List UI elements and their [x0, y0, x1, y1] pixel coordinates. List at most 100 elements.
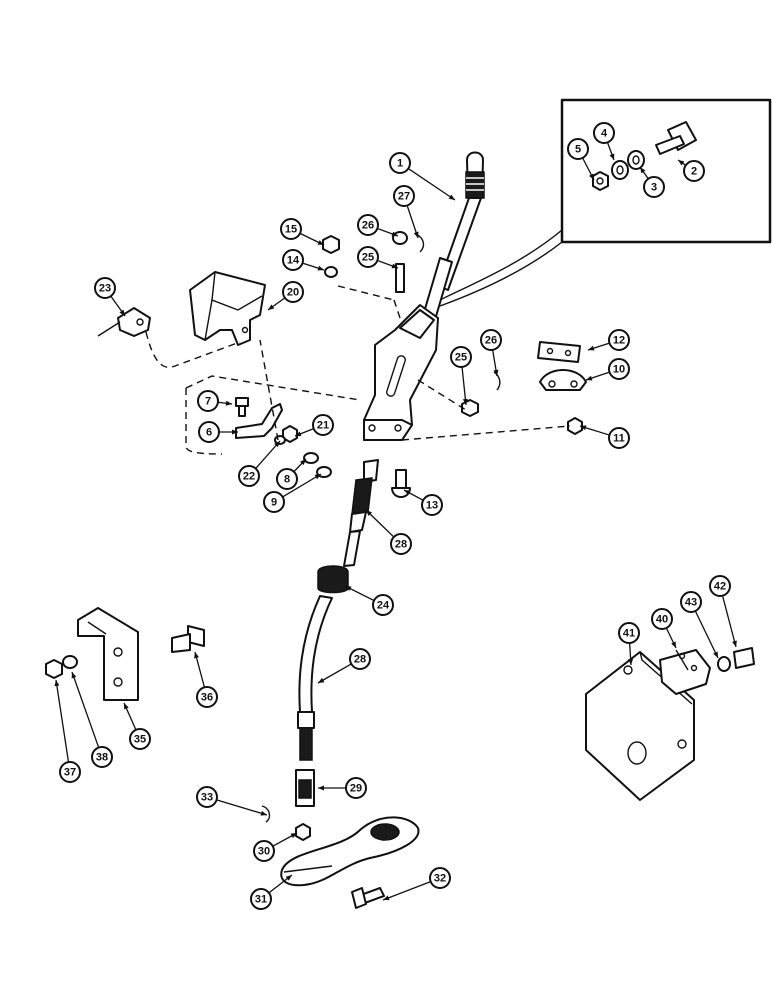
washer-14	[324, 266, 338, 278]
leader-line-33	[216, 799, 268, 816]
callout-circle	[372, 594, 394, 616]
callout-number: 22	[243, 471, 255, 483]
callout-circle	[680, 591, 702, 613]
callout-circle	[389, 152, 411, 174]
callout-labels: 1234567891011121314152021222324252526262…	[59, 122, 731, 910]
callout-number: 38	[96, 752, 108, 764]
callout-number: 26	[362, 220, 374, 232]
leader-line-43	[694, 610, 719, 659]
callout-circle	[567, 138, 589, 160]
callout-circle	[593, 122, 615, 144]
callout-29: 29	[345, 777, 367, 799]
rod-end-29	[295, 769, 315, 807]
cotter-pin-33	[261, 805, 271, 823]
nut-15	[322, 235, 340, 254]
callout-4: 4	[593, 122, 615, 144]
leader-arrow-35	[124, 703, 129, 710]
callout-27: 27	[393, 185, 415, 207]
leader-arrow-4	[609, 153, 615, 160]
callout-21: 21	[312, 414, 334, 436]
callout-23: 23	[94, 277, 116, 299]
callout-circle	[643, 176, 665, 198]
callout-number: 43	[685, 597, 697, 609]
leader-arrow-3	[640, 167, 646, 174]
callout-number: 9	[271, 497, 277, 509]
leader-line-25	[461, 366, 467, 406]
callout-8: 8	[276, 468, 298, 490]
callout-24: 24	[372, 594, 394, 616]
bolt-42	[733, 647, 755, 669]
callout-circle	[280, 218, 302, 240]
lever-bracket	[363, 304, 439, 441]
leader-lines	[54, 142, 737, 901]
leader-line-38	[71, 671, 100, 748]
leader-arrow-42	[732, 640, 737, 647]
washer-38	[62, 655, 78, 669]
callout-1: 1	[389, 152, 411, 174]
callout-circle	[198, 421, 220, 443]
callout-25: 25	[450, 346, 472, 368]
bracket-41	[585, 651, 695, 801]
leader-arrow-36	[194, 652, 199, 659]
callout-number: 6	[206, 427, 212, 439]
callout-number: 1	[397, 158, 403, 170]
callout-circle	[421, 494, 443, 516]
leader-arrow-38	[71, 672, 77, 679]
callout-20: 20	[282, 281, 304, 303]
callout-number: 30	[258, 846, 270, 858]
callout-circle	[683, 160, 705, 182]
leader-line-28	[317, 663, 352, 684]
leader-arrow-26	[391, 231, 398, 237]
callout-28: 28	[390, 533, 412, 555]
callout-35: 35	[129, 728, 151, 750]
bolt-7	[235, 397, 249, 417]
pin-25-top	[395, 263, 405, 293]
washer-25-mid	[461, 399, 479, 417]
leader-arrow-15	[317, 240, 324, 245]
callout-43: 43	[680, 591, 702, 613]
leader-line-1	[407, 168, 456, 201]
switch-40	[659, 649, 711, 695]
callout-number: 33	[201, 792, 213, 804]
leader-arrow-40	[671, 641, 676, 648]
callout-circle	[94, 277, 116, 299]
callout-number: 14	[287, 255, 300, 267]
callout-number: 25	[362, 252, 374, 264]
leader-arrow-2	[678, 160, 685, 166]
leader-arrow-28	[318, 677, 325, 683]
leader-arrow-10	[586, 375, 593, 381]
callout-22: 22	[238, 465, 260, 487]
leader-line-37	[55, 679, 70, 763]
leader-arrow-37	[54, 680, 60, 687]
callout-number: 3	[651, 182, 657, 194]
callout-number: 26	[485, 335, 497, 347]
callout-33: 33	[196, 786, 218, 808]
callout-28: 28	[349, 648, 371, 670]
callout-30: 30	[253, 840, 275, 862]
bolt-2	[655, 121, 697, 155]
bolt-36	[171, 625, 205, 653]
callout-9: 9	[263, 491, 285, 513]
callout-circle	[250, 888, 272, 910]
callout-circle	[282, 281, 304, 303]
cable-end-28	[343, 459, 379, 567]
leader-arrow-11	[580, 425, 587, 431]
leader-line-22	[255, 440, 281, 469]
callout-number: 8	[284, 474, 290, 486]
leader-arrow-25	[391, 263, 398, 269]
callout-number: 28	[354, 654, 366, 666]
nut-30	[295, 823, 311, 841]
callout-circle	[91, 746, 113, 768]
callout-10: 10	[608, 358, 630, 380]
callout-number: 40	[656, 614, 668, 626]
callout-circle	[196, 786, 218, 808]
clamp-10	[539, 369, 587, 391]
leader-arrow-8	[300, 459, 306, 466]
callout-number: 7	[205, 396, 211, 408]
leader-arrow-43	[713, 651, 718, 658]
leader-arrow-23	[119, 309, 125, 316]
leader-arrow-41	[628, 658, 634, 665]
callout-42: 42	[709, 575, 731, 597]
